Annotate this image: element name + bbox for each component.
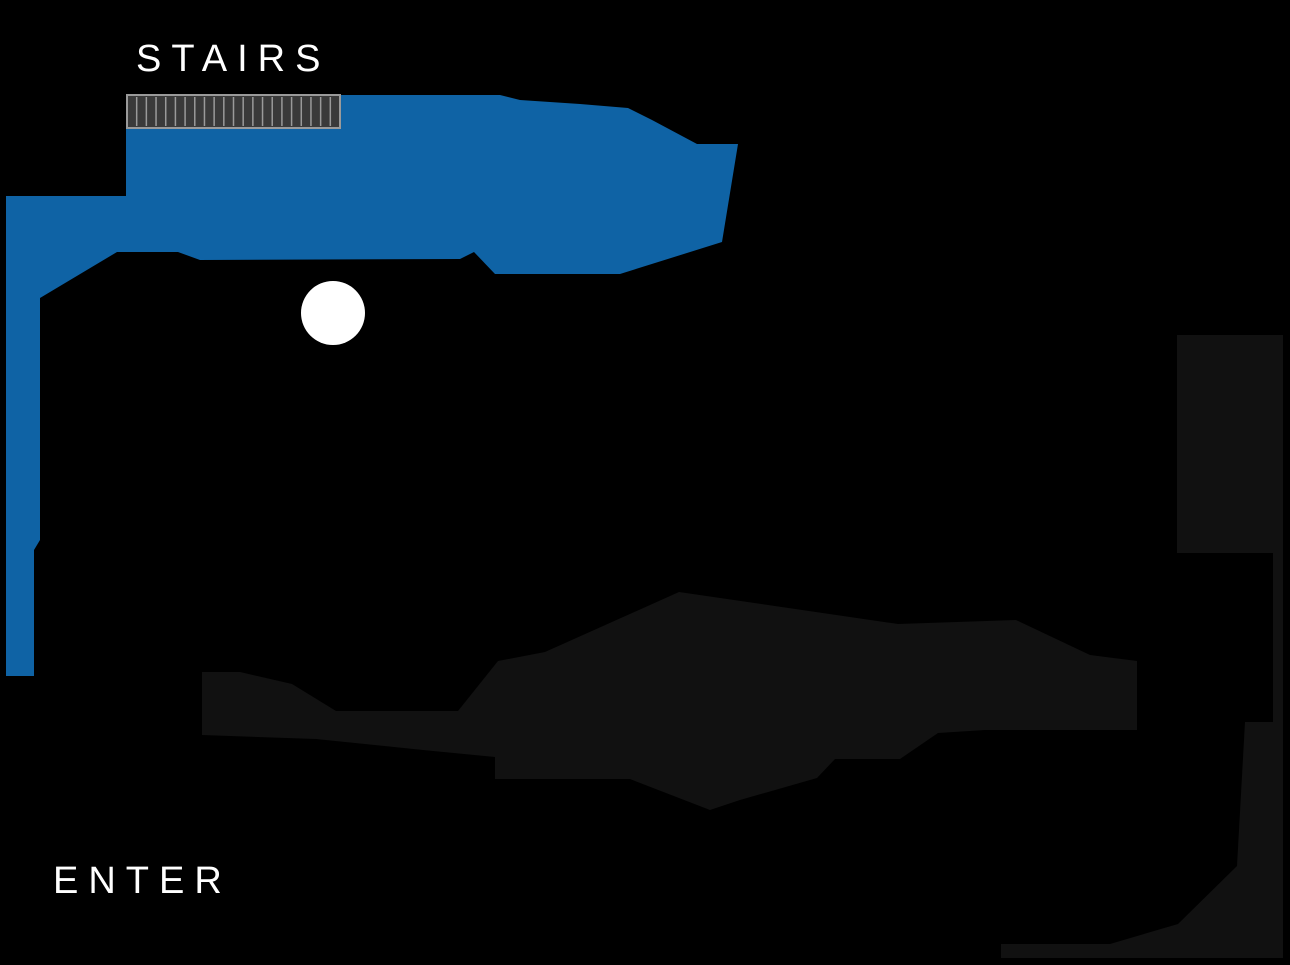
stairs-icon[interactable] — [126, 94, 341, 129]
explored-room — [6, 95, 738, 676]
unexplored-side-room — [1001, 335, 1283, 958]
unexplored-corridor — [202, 592, 1137, 810]
player-position-marker — [301, 281, 365, 345]
stairs-label: STAIRS — [136, 38, 331, 80]
enter-label: ENTER — [53, 860, 232, 902]
